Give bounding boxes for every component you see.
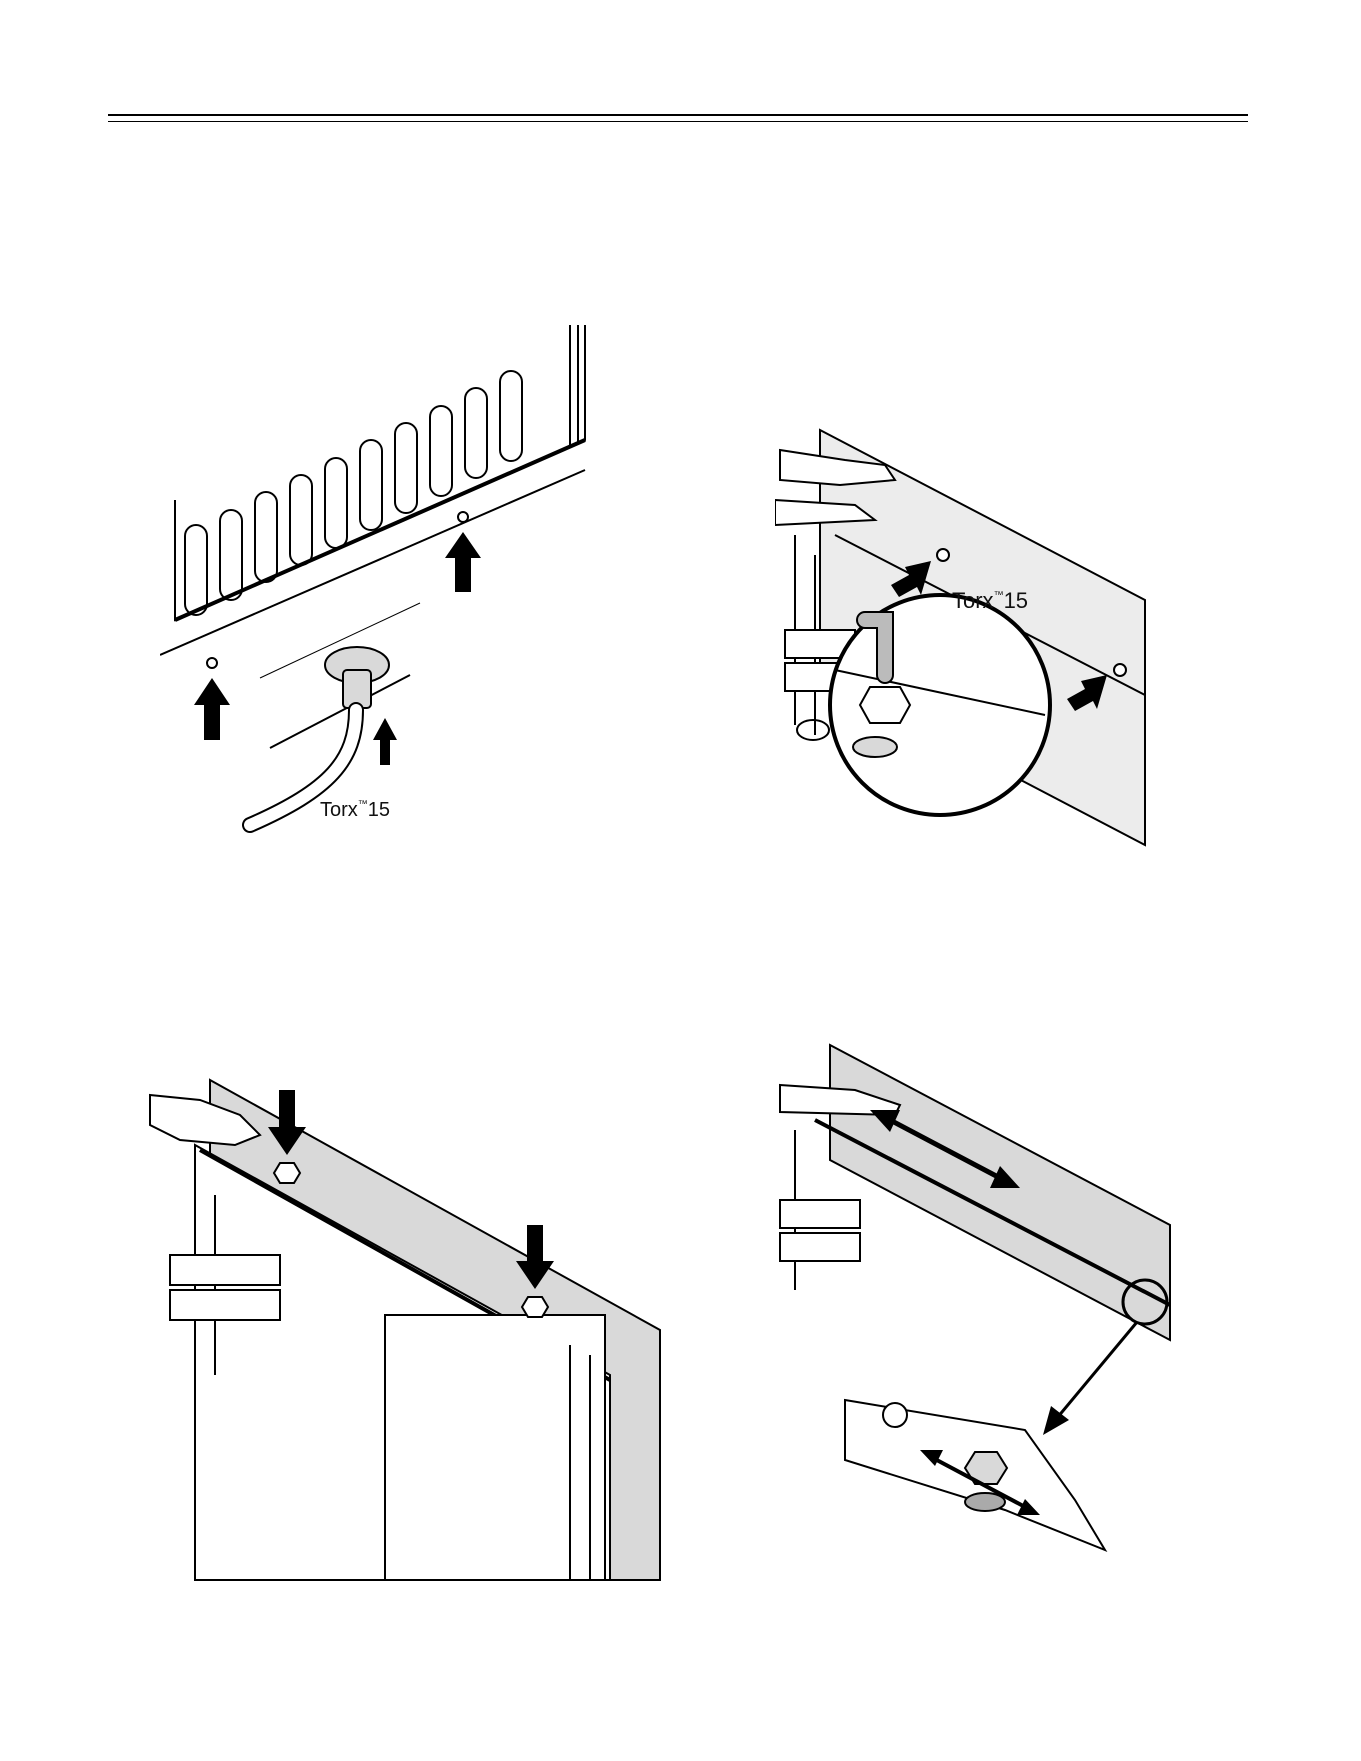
svg-text:Torx™15: Torx™15 [952,588,1028,613]
screw-icon [207,658,217,668]
figure-rail-nuts [140,1075,670,1585]
trademark-symbol: ™ [994,590,1004,601]
arrow-up-icon [373,718,397,765]
torx-size: 15 [368,799,390,821]
figure-front-panel-zoom: Torx™15 [775,425,1155,855]
screw-icon [883,1403,907,1427]
trademark-symbol: ™ [358,799,368,810]
screw-icon [1114,664,1126,676]
screw-icon [458,512,468,522]
figure-rail-adjustment [775,1040,1175,1565]
arrow-up-icon [445,532,481,592]
header-rule-thin [108,121,1248,122]
nut-icon [274,1163,300,1183]
svg-text:Torx™15: Torx™15 [320,799,390,821]
ventilation-slots [185,371,522,615]
nut-icon [860,687,910,723]
figure-drawer-underside-art: Torx™15 [160,320,610,850]
torx-label: Torx [952,588,994,613]
figure-rail-adjustment-art [775,1040,1175,1565]
arrow-up-icon [194,678,230,740]
nut-icon [522,1297,548,1317]
header-rule-thick [108,114,1248,116]
screw-icon [937,549,949,561]
figure-front-panel-zoom-art: Torx™15 [775,425,1155,855]
torx-size: 15 [1004,588,1028,613]
figure-drawer-underside: Torx™15 [160,320,610,850]
torx-label: Torx [320,799,358,821]
figure-rail-nuts-art [140,1075,670,1585]
